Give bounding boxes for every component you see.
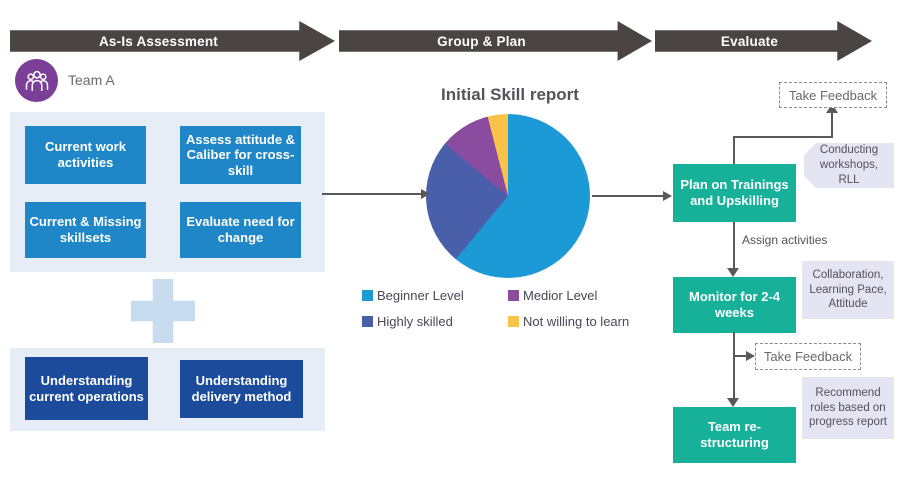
legend-item: Medior Level: [508, 288, 629, 303]
callout-monitor-criteria: Collaboration, Learning Pace, Attitude: [802, 261, 894, 319]
assessment-box-need-change: Evaluate need for change: [180, 202, 301, 258]
plus-icon: [131, 279, 195, 343]
arrowhead-icon: [727, 398, 739, 407]
skill-report-pie-chart: [426, 114, 590, 278]
connector-line: [733, 136, 735, 165]
connector-line: [322, 193, 422, 195]
arrowhead-icon: [826, 104, 838, 113]
legend-swatch: [508, 316, 519, 327]
monitor-box: Monitor for 2-4 weeks: [673, 277, 796, 333]
callout-workshops: Conducting workshops, RLL: [804, 143, 894, 188]
connector-line: [831, 112, 833, 138]
team-label: Team A: [68, 72, 115, 88]
assessment-box-current-work: Current work activities: [25, 126, 146, 184]
arrowhead-icon: [746, 351, 755, 361]
assessment-box-attitude: Assess attitude & Caliber for cross-skil…: [180, 126, 301, 184]
connector-line: [733, 136, 833, 138]
legend-item: Highly skilled: [362, 314, 508, 329]
take-feedback-box-mid: Take Feedback: [755, 343, 861, 370]
legend-swatch: [362, 290, 373, 301]
phase-label: Evaluate: [720, 33, 779, 49]
chart-title: Initial Skill report: [441, 85, 579, 104]
team-restructuring-box: Team re-structuring: [673, 407, 796, 463]
legend-swatch: [508, 290, 519, 301]
assign-activities-label: Assign activities: [742, 233, 828, 247]
phase-banner-evaluate: Evaluate: [655, 21, 872, 61]
callout-recommend-roles: Recommend roles based on progress report: [802, 377, 894, 439]
assessment-box-skillsets: Current & Missing skillsets: [25, 202, 146, 258]
phase-label: As-Is Assessment: [98, 33, 218, 49]
team-people-icon: [15, 59, 58, 102]
connector-line: [592, 195, 664, 197]
assessment-box-delivery: Understanding delivery method: [180, 360, 303, 418]
arrowhead-icon: [663, 191, 672, 201]
arrowhead-icon: [727, 268, 739, 277]
connector-line: [733, 222, 735, 268]
connector-line: [733, 332, 735, 398]
chart-legend: Beginner Level Medior Level Highly skill…: [362, 288, 629, 329]
assessment-box-operations: Understanding current operations: [25, 357, 148, 420]
arrowhead-icon: [421, 189, 430, 199]
take-feedback-box-top: Take Feedback: [779, 82, 887, 108]
phase-banner-group-plan: Group & Plan: [339, 21, 652, 61]
legend-item: Not willing to learn: [508, 314, 629, 329]
connector-line: [734, 355, 747, 357]
phase-banner-as-is: As-Is Assessment: [10, 21, 335, 61]
phase-label: Group & Plan: [437, 33, 526, 49]
plan-trainings-box: Plan on Trainings and Upskilling: [673, 164, 796, 222]
legend-item: Beginner Level: [362, 288, 508, 303]
legend-swatch: [362, 316, 373, 327]
